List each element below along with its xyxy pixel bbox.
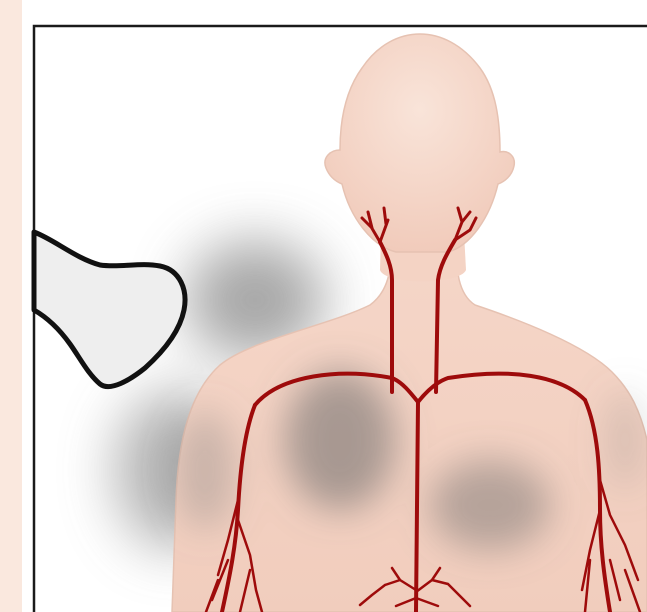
descending-aorta (416, 402, 418, 612)
edge-strip (0, 0, 22, 612)
